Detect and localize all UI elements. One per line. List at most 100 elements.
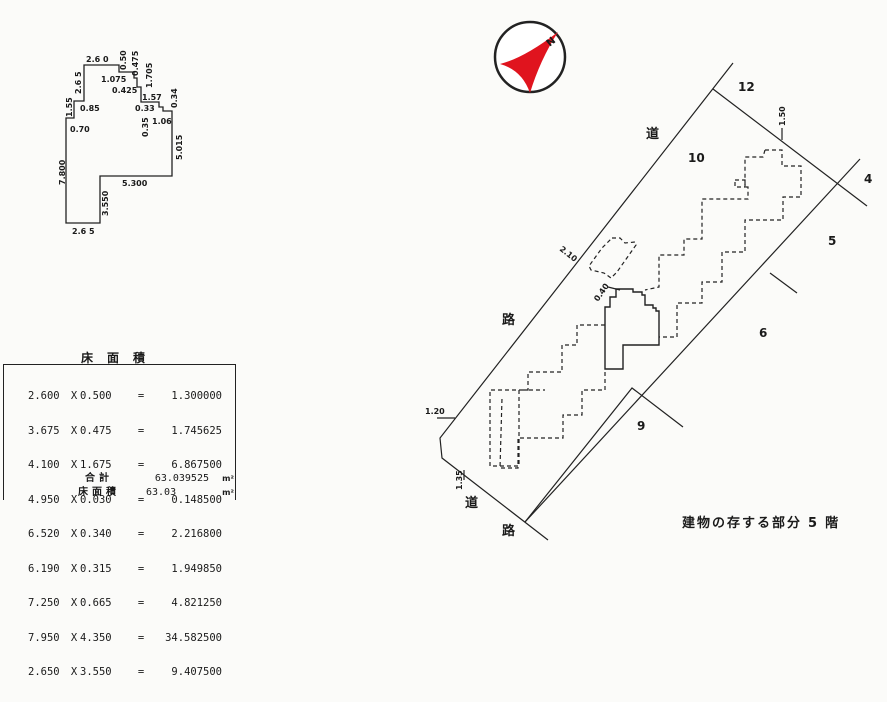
site-plan: [437, 62, 868, 541]
depth-value: 1.675: [80, 459, 112, 471]
dim-label: 1.06: [152, 117, 172, 126]
result-value: 4.821250: [171, 597, 222, 609]
equals-sign: =: [137, 562, 145, 575]
dim-label: 1.075: [101, 75, 127, 84]
unit-label: m²: [222, 488, 234, 497]
lot-boundary: [712, 88, 868, 207]
depth-value: 0.500: [80, 390, 112, 402]
north-compass: N: [493, 20, 567, 94]
floor-suffix: 階: [825, 516, 841, 531]
road-label: 道: [465, 495, 478, 511]
dim-label: 2.6 5: [74, 71, 83, 94]
equals-sign: =: [137, 597, 145, 609]
dim-label: 0.35: [141, 117, 150, 137]
depth-value: 3.550: [80, 666, 112, 678]
width-value: 2.650: [28, 666, 60, 678]
lot-number: 12: [738, 80, 755, 94]
times-sign: X: [70, 666, 78, 678]
lot-number: 5: [828, 234, 836, 248]
equals-sign: =: [137, 390, 145, 402]
depth-value: 0.665: [80, 597, 112, 609]
dim-label: 0.34: [170, 88, 179, 108]
times-sign: X: [70, 562, 78, 575]
width-value: 7.950: [28, 631, 60, 644]
lot-number: 9: [637, 419, 645, 433]
dim-label: 1.50: [778, 106, 787, 126]
equals-sign: =: [137, 424, 145, 437]
dim-label: 0.33: [135, 104, 155, 113]
lot-number: 4: [864, 172, 872, 186]
dim-label: 0.70: [70, 125, 90, 134]
road-label: 道: [646, 126, 659, 142]
result-value: 1.300000: [171, 390, 222, 402]
dim-label: 0.425: [112, 86, 138, 95]
width-value: 2.600: [28, 390, 60, 402]
dim-label: 1.55: [65, 97, 74, 117]
result-value: 2.216800: [171, 528, 222, 540]
result-value: 1.949850: [171, 562, 222, 575]
times-sign: X: [70, 631, 78, 644]
depth-value: 0.315: [80, 562, 112, 575]
drawing-canvas: 2.6 0 0.50 0.475 1.075 0.425 1.705 1.57 …: [58, 20, 872, 541]
building-dashed-outline: [489, 149, 802, 469]
north-arrow-icon: [500, 32, 558, 93]
result-value: 34.582500: [165, 631, 222, 644]
times-sign: X: [70, 597, 78, 609]
total-value: 63.039525: [154, 473, 209, 484]
result-value: 9.407500: [171, 666, 222, 678]
width-value: 4.950: [28, 493, 60, 506]
dim-label: 2.6 5: [72, 227, 95, 236]
dim-label: 3.550: [101, 190, 110, 216]
times-sign: X: [70, 390, 78, 402]
lot-boundary: [769, 272, 798, 294]
times-sign: X: [70, 528, 78, 540]
dim-label: 1.20: [425, 407, 445, 416]
width-value: 7.250: [28, 597, 60, 609]
result-value: 1.745625: [171, 424, 222, 437]
dim-label: 1.705: [145, 62, 154, 88]
floor-area-label: 床面積: [78, 487, 120, 498]
equals-sign: =: [137, 631, 145, 644]
building-outline: [604, 288, 660, 370]
floor-plan-outline: [65, 64, 173, 224]
lot-boundary: [524, 158, 861, 523]
dim-label: 0.50: [119, 50, 128, 70]
floor-label-text: 建物の存する部分: [682, 516, 803, 531]
result-value: 0.148500: [171, 493, 222, 506]
floor-plan: 2.6 0 0.50 0.475 1.075 0.425 1.705 1.57 …: [58, 50, 184, 236]
equals-sign: =: [137, 493, 145, 506]
times-sign: X: [70, 424, 78, 437]
dim-label: 5.015: [175, 134, 184, 160]
road-label: 路: [502, 523, 516, 539]
dim-label: 0.475: [131, 50, 140, 76]
dim-label: 7.800: [58, 159, 67, 185]
depth-value: 0.475: [80, 424, 112, 437]
depth-value: 0.340: [80, 528, 112, 540]
dim-label: 1.57: [142, 93, 162, 102]
depth-value: 0.030: [80, 493, 112, 506]
dim-label: 5.300: [122, 179, 148, 188]
dim-label: 2.6 0: [86, 55, 109, 64]
floor-number: 5: [808, 516, 820, 531]
times-sign: X: [70, 459, 78, 471]
lot-number: 10: [688, 151, 705, 165]
total-label: 合計: [85, 473, 113, 484]
times-sign: X: [70, 493, 78, 506]
width-value: 3.675: [28, 424, 60, 437]
area-table-title: 床面積: [80, 351, 159, 365]
dim-label: 2.10: [558, 244, 579, 264]
floor-area-value: 63.03: [146, 487, 177, 498]
width-value: 6.190: [28, 562, 60, 575]
